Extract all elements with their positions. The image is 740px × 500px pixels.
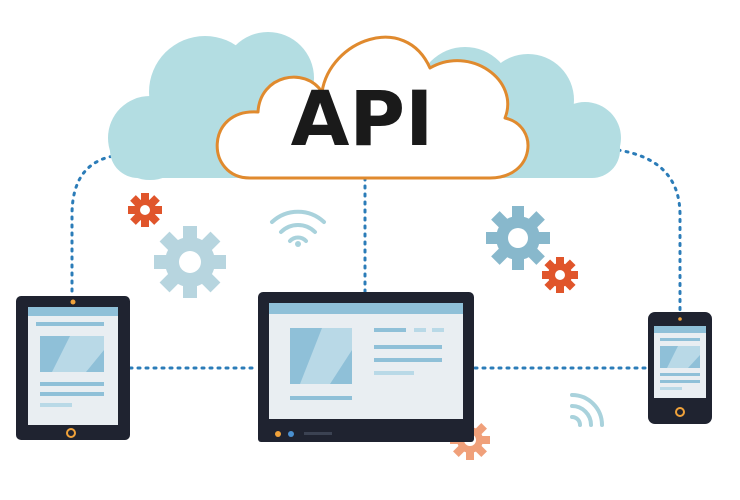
wifi-icon — [570, 393, 604, 427]
gear-icon — [542, 257, 578, 293]
connector-cloud-to-tablet — [70, 153, 122, 297]
connector-lines — [70, 148, 682, 370]
gear-icon — [154, 226, 226, 298]
cloud-icon: API — [215, 35, 530, 180]
gear-icon — [486, 206, 550, 270]
phone-icon — [648, 312, 712, 424]
gear-icon — [128, 193, 162, 227]
connector-cloud-to-phone — [616, 148, 682, 314]
laptop-icon — [258, 292, 474, 442]
wifi-icon — [270, 209, 326, 247]
tablet-icon — [16, 296, 130, 440]
api-label: API — [291, 74, 434, 163]
